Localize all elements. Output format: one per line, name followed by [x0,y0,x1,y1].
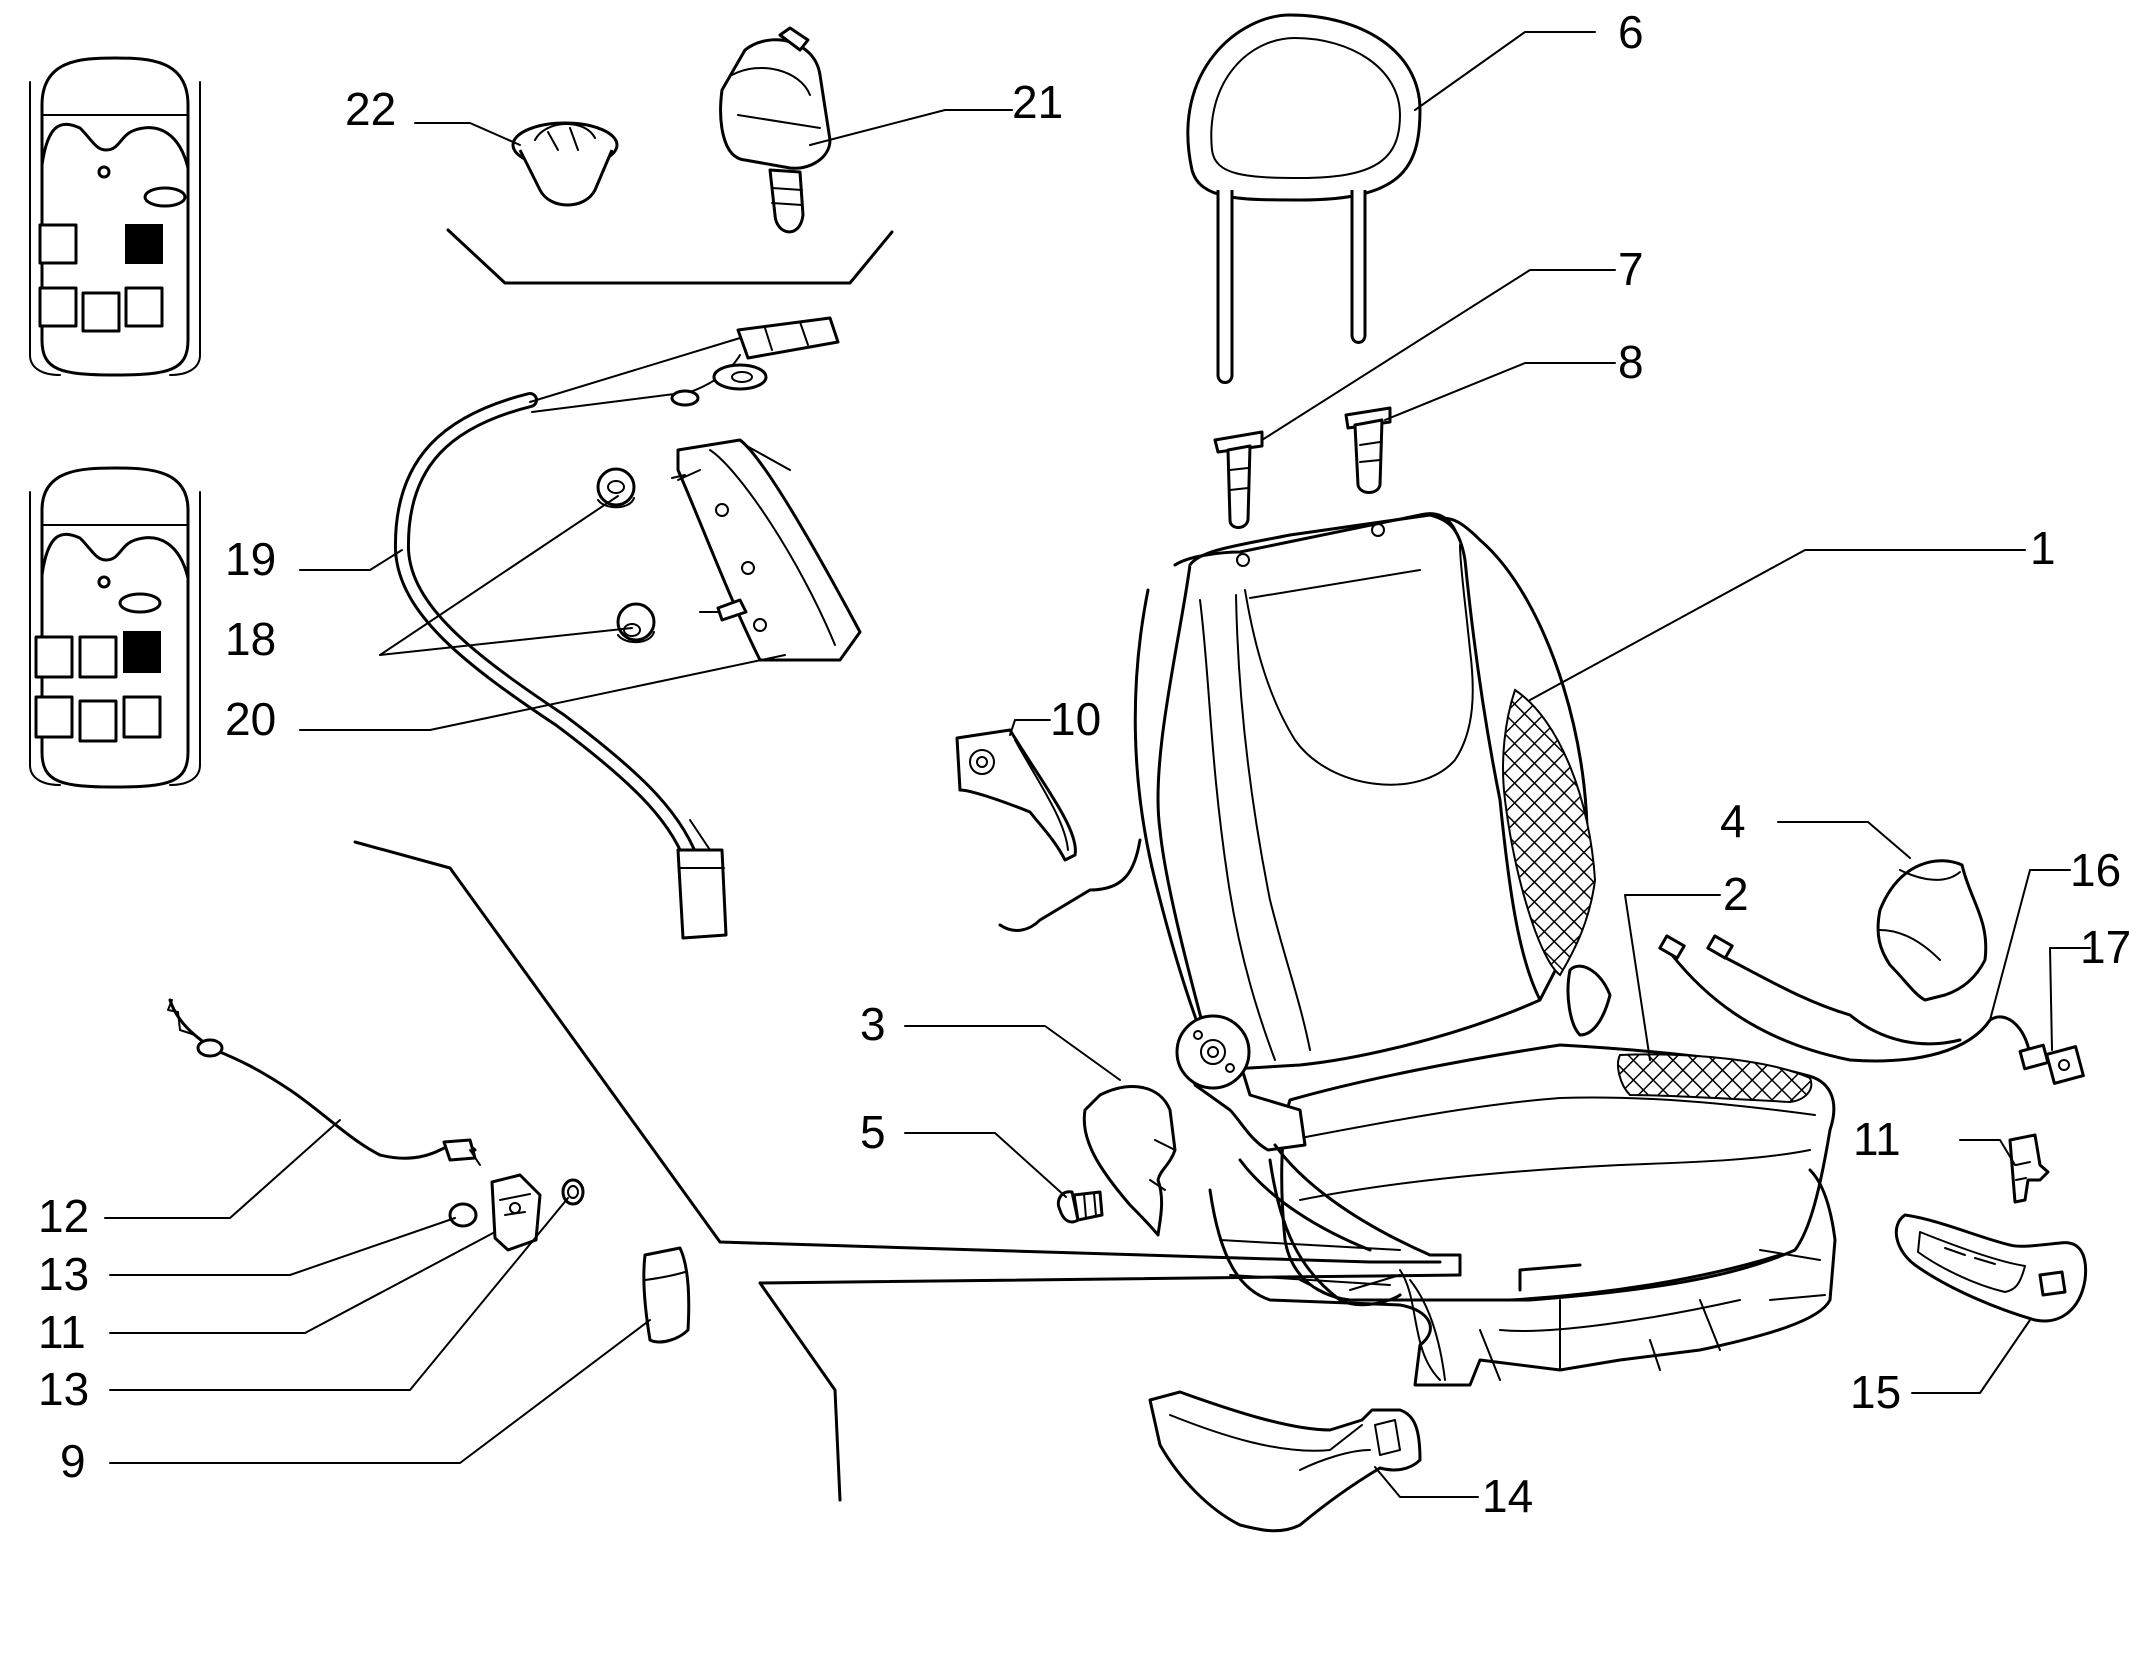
callout-11-right: 11 [1853,1113,1901,1165]
leader-10 [1009,719,1051,736]
part-17-connector [2018,1043,2085,1085]
callout-9: 9 [60,1435,86,1487]
leader-11a [109,1231,496,1334]
callout-18: 18 [225,613,276,665]
leader-12 [104,1119,341,1219]
leader-21 [809,109,1013,146]
part-10-trim-cover [955,728,1077,862]
callout-2: 2 [1723,868,1749,920]
part-19-wiring-harness [393,316,840,940]
callout-11-left: 11 [38,1306,86,1358]
seat-square-highlighted [123,631,161,673]
leader-22 [414,122,521,146]
part-9-knob [642,1246,691,1344]
callout-20: 20 [225,693,276,745]
leader-7 [1261,269,1616,441]
part-2-seat-cushion [1268,1043,1836,1307]
leader-13b [109,1197,569,1391]
seat-square-highlighted [125,224,163,264]
callout-15: 15 [1850,1366,1901,1418]
group-line-left-assembly-2 [758,1273,1462,1502]
seat-square [38,223,78,265]
callout-5: 5 [860,1106,886,1158]
callout-labels: 1 2 3 4 5 6 7 8 9 10 11 11 12 13 13 14 1… [38,6,2129,1522]
part-12-release-cable [167,998,481,1166]
leader-18a [379,495,619,656]
leader-18b [379,627,633,656]
leader-6 [1414,31,1596,111]
part-15-seat-handle [1894,1213,2088,1323]
leader-15 [1911,1319,2031,1394]
leader-lines [104,31,2091,1498]
part-16-wiring [1658,934,2032,1063]
callout-10: 10 [1050,693,1101,745]
callout-4: 4 [1720,795,1746,847]
callout-14: 14 [1482,1470,1533,1522]
callout-1: 1 [2030,522,2056,574]
leader-1 [1529,549,2026,701]
part-11-bracket-left [490,1173,542,1252]
part-20-side-airbag-module [671,438,862,662]
callout-3: 3 [860,998,886,1050]
leader-14 [1374,1466,1479,1498]
callout-19: 19 [225,533,276,585]
leader-17 [2049,947,2091,1051]
leader-20 [299,654,786,731]
callout-16: 16 [2070,844,2121,896]
part-6-headrest [1186,13,1422,384]
leader-4 [1777,821,1911,859]
leader-5 [904,1132,1067,1198]
callout-17: 17 [2080,921,2129,973]
part-11-bracket-right [2008,1133,2050,1204]
callout-13-upper: 13 [38,1248,89,1300]
leader-9 [109,1319,651,1464]
part-4-cover [1876,859,1988,1002]
leader-19 [299,549,403,571]
callout-22: 22 [345,83,396,135]
callout-21: 21 [1012,76,1063,128]
recliner-mechanism [1175,964,1612,1152]
part-8-headrest-guide [1344,406,1392,494]
leader-13a [109,1217,456,1276]
car-layout-icon-top [29,56,201,377]
part-3-recliner-cover [1082,1085,1177,1237]
group-line-left-assembly [353,840,1442,1264]
part-18-grommets [596,467,656,644]
car-layout-icon-bottom [29,466,201,789]
seat-base-rails [1208,1143,1837,1387]
group-bracket-21-22 [446,228,894,285]
leader-3 [904,1025,1121,1081]
part-7-headrest-guide [1213,430,1264,529]
callout-12: 12 [38,1190,89,1242]
part-21-wiring-clip [719,26,832,234]
leader-16 [1989,869,2071,1021]
callout-8: 8 [1618,336,1644,388]
callout-13-lower: 13 [38,1363,89,1415]
leader-2 [1624,894,1721,1061]
leader-11b [1959,1139,2016,1166]
callout-6: 6 [1618,6,1644,58]
callout-bracket-10 [998,838,1142,932]
part-13-clip-left [448,1202,478,1228]
part-5-screw [1056,1190,1104,1224]
part-1-seat-backrest [1133,512,1597,1072]
leader-8 [1384,362,1616,421]
callout-7: 7 [1618,243,1644,295]
part-22-push-clip [511,121,619,207]
part-14-side-trim [1148,1390,1422,1533]
